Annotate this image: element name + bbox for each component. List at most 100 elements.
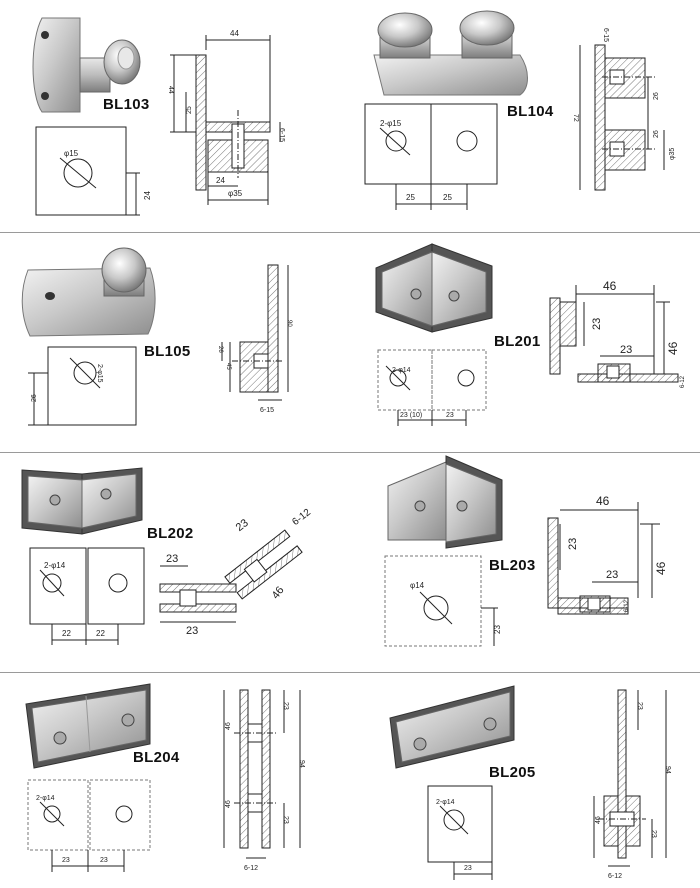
dim-bl105-template-h: 26 [31, 394, 38, 402]
model-label-bl203: BL203 [489, 557, 536, 574]
dim-bl104-holes: 2-φ15 [380, 119, 402, 128]
dim-bl203-v: 23 [567, 538, 579, 550]
dim-bl104-c: 26 [653, 92, 660, 100]
dim-bl103-glass: 6-15 [278, 128, 285, 142]
dim-bl201-a: 23 (10) [400, 412, 422, 419]
bl201-group: 2-φ14 23 (10) 23 46 23 [375, 243, 686, 426]
dim-bl103-width: 44 [230, 29, 239, 38]
section-divider [0, 452, 700, 453]
dim-bl105-holes: 2-φ15 [96, 364, 103, 383]
dim-bl105-total: 90 [286, 320, 292, 327]
dim-bl203-height: 46 [654, 561, 668, 575]
bl204-template: 2-φ14 23 23 [27, 779, 151, 872]
bl105-group: 2-φ15 26 26 45 90 6-15 [21, 247, 292, 426]
dim-bl204-holes: 2-φ14 [36, 795, 55, 802]
dim-bl105-b: 45 [225, 363, 231, 370]
dim-bl103-dia: φ35 [228, 189, 243, 198]
bl203-template: φ14 23 [384, 555, 502, 647]
bl201-template: 2-φ14 23 (10) 23 [377, 349, 487, 426]
dim-bl201-height: 46 [666, 341, 680, 355]
bl202-template: 2-φ14 22 22 [29, 547, 145, 645]
dim-bl201-b: 23 [446, 412, 454, 419]
section-divider [0, 672, 700, 673]
dim-bl203-glass: 6-12 [624, 599, 630, 612]
dim-bl103-half: 24 [216, 176, 225, 185]
dim-bl204-glass: 6-12 [244, 865, 258, 872]
dim-bl104-dia: φ35 [669, 148, 676, 160]
dim-bl205-d: 23 [650, 830, 657, 838]
dim-bl103-height: 44 [167, 86, 174, 94]
bl204-photo [25, 683, 151, 769]
model-label-bl201: BL201 [494, 333, 541, 350]
bl104-drawing: 6-15 26 26 72 φ35 [572, 28, 676, 191]
bl203-drawing: 46 23 23 46 6-12 [547, 494, 668, 615]
dim-bl201-v: 23 [591, 318, 603, 330]
model-label-bl104: BL104 [507, 103, 554, 120]
model-label-bl205: BL205 [489, 764, 536, 781]
bl103-drawing: 44 44 25 6-15 24 φ35 [167, 29, 285, 205]
model-label-bl105: BL105 [144, 343, 191, 360]
dim-bl204-c: 46 [225, 722, 232, 730]
dim-bl104-d: 26 [653, 130, 660, 138]
bl202-group: 2-φ14 22 22 23 23 [21, 467, 313, 645]
bl103-template: φ15 24 [35, 126, 152, 216]
bl204-drawing: 46 46 23 23 94 6-12 [223, 689, 305, 872]
bl105-drawing: 26 45 90 6-15 [217, 264, 292, 414]
dim-bl205-total: 94 [664, 766, 671, 774]
dim-bl201-holes: 2-φ14 [392, 367, 411, 374]
dim-bl104-total: 72 [572, 114, 579, 122]
dim-bl104-glass: 6-15 [602, 28, 609, 42]
dim-bl204-d: 46 [225, 800, 232, 808]
dim-bl105-glass: 6-15 [260, 407, 274, 414]
dim-bl201-h: 23 [620, 344, 632, 356]
dim-bl205-b: 23 [636, 702, 643, 710]
dim-bl104-a: 25 [406, 193, 415, 202]
dim-bl104-b: 25 [443, 193, 452, 202]
bl205-group: 2-φ14 23 23 46 23 94 [389, 685, 671, 880]
dim-bl203-template-h: 23 [493, 625, 502, 634]
dim-bl103-hole: φ15 [64, 149, 79, 158]
dim-bl103-template-h: 24 [143, 191, 152, 200]
dim-bl205-a: 23 [464, 865, 472, 872]
bl105-template: 2-φ15 26 [28, 346, 137, 426]
dim-bl203-hole: φ14 [410, 581, 425, 590]
dim-bl203-h: 23 [606, 569, 618, 581]
dim-bl204-b: 23 [100, 857, 108, 864]
dim-bl205-holes: 2-φ14 [436, 799, 455, 806]
section-divider [0, 232, 700, 233]
bl205-drawing: 23 46 23 94 6-12 [593, 689, 671, 880]
dim-bl204-f: 23 [282, 816, 289, 824]
dim-bl202-holes: 2-φ14 [44, 561, 66, 570]
model-label-bl103: BL103 [103, 96, 150, 113]
dim-bl203-width: 46 [596, 494, 610, 508]
bl104-photo [373, 10, 528, 96]
dim-bl202-a: 22 [62, 629, 71, 638]
dim-bl202-d: 23 [186, 625, 198, 637]
bl201-photo [375, 243, 493, 333]
dim-bl205-glass: 6-12 [608, 873, 622, 880]
bl203-photo [387, 455, 503, 549]
dim-bl204-e: 23 [282, 702, 289, 710]
dim-bl202-e: 23 [234, 517, 251, 534]
bl103-photo [32, 17, 141, 113]
bl205-photo [389, 685, 515, 769]
dim-bl103-offset: 25 [186, 106, 193, 114]
bl105-photo [21, 247, 156, 337]
dim-bl201-width: 46 [603, 279, 617, 293]
bl205-template: 2-φ14 23 [427, 785, 493, 880]
bl104-template: 2-φ15 25 25 [364, 103, 498, 210]
dim-bl202-glass: 6-12 [290, 507, 313, 528]
model-label-bl204: BL204 [133, 749, 180, 766]
dim-bl202-b: 22 [96, 629, 105, 638]
dim-bl202-f: 46 [270, 584, 287, 601]
bl104-group: 2-φ15 25 25 6-15 26 26 [364, 10, 676, 210]
dim-bl202-c: 23 [166, 553, 178, 565]
bl202-drawing: 23 23 23 6-12 46 [159, 507, 313, 637]
bl201-drawing: 46 23 23 46 6-12 [549, 279, 686, 388]
model-label-bl202: BL202 [147, 525, 194, 542]
bl203-group: φ14 23 46 23 23 46 6- [384, 455, 668, 647]
bl103-group: φ15 24 44 44 [32, 17, 285, 216]
dim-bl204-a: 23 [62, 857, 70, 864]
